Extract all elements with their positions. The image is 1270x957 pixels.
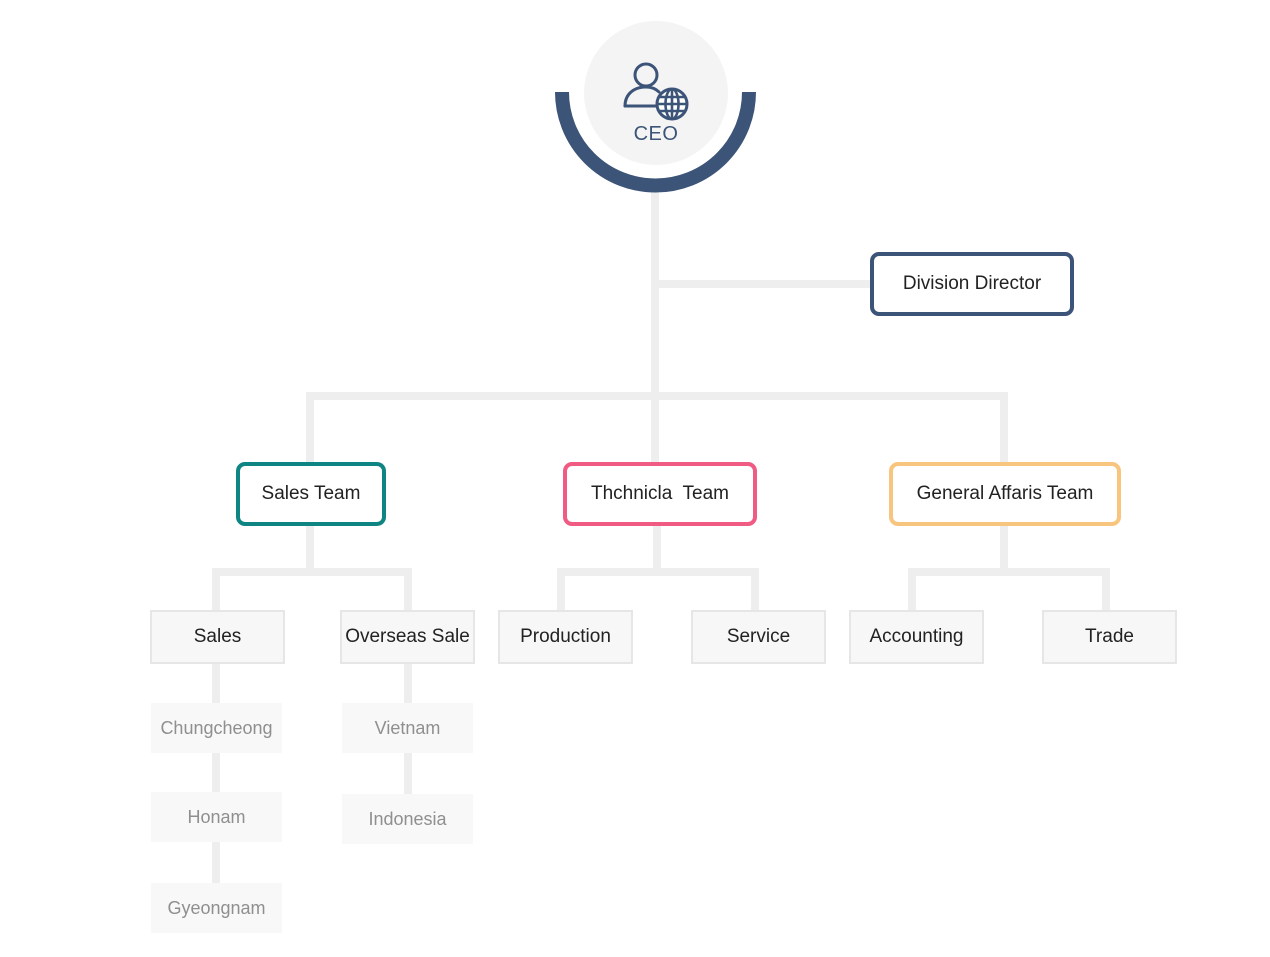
connector-sales-branch [212, 568, 412, 576]
ceo-ring [555, 91, 756, 193]
connector-general-team-drop [1000, 392, 1008, 466]
connector-tech-team-down [653, 522, 661, 574]
unit-service[interactable]: Service [691, 610, 826, 664]
division-director-node[interactable]: Division Director [870, 252, 1074, 316]
unit-accounting[interactable]: Accounting [849, 610, 984, 664]
ceo-node[interactable]: CEO [584, 21, 728, 165]
region-vietnam[interactable]: Vietnam [342, 703, 473, 753]
connector-general-team-down [1000, 522, 1008, 574]
unit-trade[interactable]: Trade [1042, 610, 1177, 664]
connector-sales-left [212, 568, 220, 612]
user-globe-icon [623, 62, 689, 121]
connector-ceo-trunk [651, 188, 659, 468]
connector-tech-right [751, 568, 759, 612]
region-honam[interactable]: Honam [151, 792, 282, 842]
connector-teams-horizontal [306, 392, 1008, 400]
connector-tech-branch [557, 568, 759, 576]
connector-sales-team-down [306, 522, 314, 574]
sales-team-node[interactable]: Sales Team [236, 462, 386, 526]
unit-sales[interactable]: Sales [150, 610, 285, 664]
connector-general-right [1102, 568, 1110, 612]
technical-team-node[interactable]: Thchnicla Team [563, 462, 757, 526]
connector-director [655, 280, 873, 288]
region-indonesia[interactable]: Indonesia [342, 794, 473, 844]
connector-general-left [908, 568, 916, 612]
general-affairs-team-node[interactable]: General Affaris Team [889, 462, 1121, 526]
connector-sales-team-drop [306, 392, 314, 466]
region-chungcheong[interactable]: Chungcheong [151, 703, 282, 753]
connector-sales-right [404, 568, 412, 612]
unit-production[interactable]: Production [498, 610, 633, 664]
connector-tech-left [557, 568, 565, 612]
connector-sales-regions [212, 662, 220, 884]
unit-overseas-sale[interactable]: Overseas Sale [340, 610, 475, 664]
connector-general-branch [908, 568, 1110, 576]
region-gyeongnam[interactable]: Gyeongnam [151, 883, 282, 933]
ceo-label: CEO [633, 123, 679, 145]
